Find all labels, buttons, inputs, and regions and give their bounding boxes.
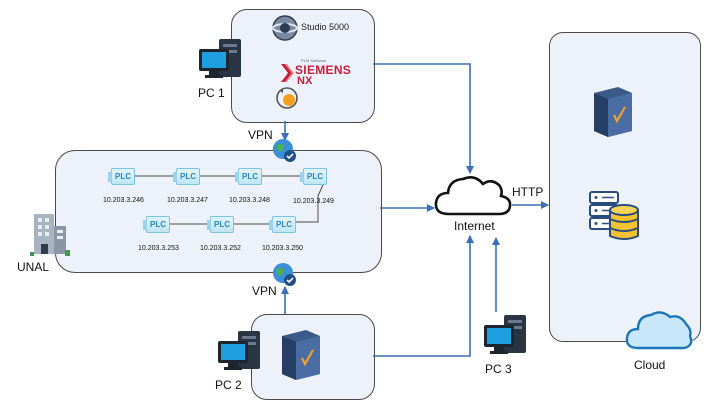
internet-label: Internet [454, 219, 495, 233]
cloud-icon [624, 306, 694, 352]
internet-cloud-icon [433, 172, 513, 218]
pc3-label: PC 3 [485, 362, 512, 376]
plc-249-ip: 10.203.3.249 [293, 198, 334, 205]
vpn-globe-icon-bottom [271, 261, 297, 287]
plc-253: PLC [143, 216, 170, 233]
plc-253-ip: 10.203.3.253 [138, 245, 179, 252]
plc-247: PLC [173, 168, 200, 185]
pc1-to-internet-line [373, 63, 474, 174]
vpn-top-label: VPN [248, 128, 273, 142]
siemens-nx-logo: PLM Software SIEMENS NX [280, 58, 352, 87]
pc2-label: PC 2 [215, 378, 242, 392]
unal-label: UNAL [17, 260, 50, 274]
plc-248: PLC [235, 168, 262, 185]
siemens-small-text: PLM Software [301, 58, 327, 63]
plc-247-ip: 10.203.3.247 [167, 197, 208, 204]
pc2-vm-server-icon [278, 328, 324, 380]
http-label: HTTP [512, 185, 544, 199]
plc-250: PLC [269, 216, 296, 233]
cloud-label: Cloud [634, 358, 666, 372]
unal-plc-network-group [55, 150, 382, 273]
software-gear-icon [274, 85, 300, 111]
plc-links [134, 175, 327, 225]
cloud-group [549, 32, 701, 342]
plc-250-ip: 10.203.3.250 [262, 245, 303, 252]
vpn-bottom-label: VPN [252, 284, 277, 298]
pc1-label: PC 1 [198, 86, 225, 100]
studio-5000-text: Studio 5000 [301, 22, 350, 32]
cloud-vm-server-icon [590, 85, 636, 137]
pc2-to-internet-line [373, 235, 474, 357]
vpn-globe-icon-top [271, 137, 297, 163]
nx-text: NX [297, 75, 313, 87]
database-server-icon [588, 190, 640, 242]
unal-building-icon [30, 210, 70, 256]
pc1-workstation-group [231, 9, 375, 123]
plc-246: PLC [108, 168, 135, 185]
plc-248-ip: 10.203.3.248 [229, 197, 270, 204]
pc1-computer-icon [197, 37, 245, 81]
studio-5000-logo: Studio 5000 [271, 15, 351, 41]
siemens-text: SIEMENS [295, 63, 352, 77]
plc-246-ip: 10.203.3.246 [103, 197, 144, 204]
pc2-computer-icon [216, 329, 264, 373]
pc3-computer-icon [482, 313, 530, 357]
plc-249: PLC [300, 168, 327, 185]
plc-252: PLC [207, 216, 234, 233]
plc-252-ip: 10.203.3.252 [200, 245, 241, 252]
